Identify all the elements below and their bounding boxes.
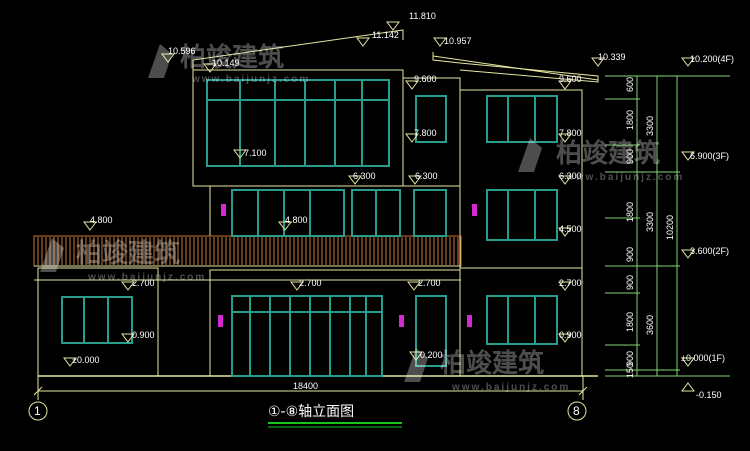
level-floor2-far-right: 2.700 [559, 278, 582, 288]
dimension-chains [605, 75, 730, 377]
level-2f: 3.600(2F) [690, 246, 729, 256]
level-sill1-right: 0.900 [559, 330, 582, 340]
building-outline [37, 29, 599, 377]
dim-total-width: 18400 [293, 381, 318, 391]
level-win2-sill-right: 4.500 [559, 224, 582, 234]
watermark-brand-3: 柏竣建筑 [556, 138, 660, 169]
level-4f: 10.200(4F) [690, 54, 734, 64]
dim-900-d: 900 [625, 351, 635, 366]
dimension-texts: 600 1800 900 1800 900 900 1800 900 150 3… [625, 77, 675, 378]
level-1f: ±0.000(1F) [681, 353, 725, 363]
watermark-url-3: www.baijunjz.com [565, 172, 684, 183]
level-floor2-mid: 2.700 [299, 278, 322, 288]
axis-label-1: 1 [34, 404, 41, 418]
watermark-logo-icon-4 [404, 348, 428, 382]
watermark-url: www.baijunjz.com [191, 74, 310, 85]
level-floor3-mid: 6.300 [353, 171, 376, 181]
watermark-url-4: www.baijunjz.com [451, 382, 570, 393]
drawing-title: ①-⑧轴立面图 [268, 404, 354, 420]
dim-1800-c: 1800 [625, 312, 635, 332]
dim-1800-b: 1800 [625, 202, 635, 222]
watermark-url-2: www.baijunjz.com [87, 272, 206, 283]
level-roof-left-low: 10.149 [212, 58, 240, 68]
level-balcony-mid: 4.800 [285, 215, 308, 225]
watermark-logo-icon-2 [40, 238, 64, 272]
level-floor3-left: 6.300 [415, 171, 438, 181]
level-step: 0.200 [420, 350, 443, 360]
dim-900-b: 900 [625, 247, 635, 262]
dim-900-c: 900 [625, 275, 635, 290]
level-floor2-right: 2.700 [418, 278, 441, 288]
watermark-bottom: 柏竣建筑 www.baijunjz.com [404, 348, 570, 393]
watermark-right: 柏竣建筑 www.baijunjz.com [518, 138, 684, 183]
dim-3600: 3600 [645, 315, 655, 335]
axis-label-8: 8 [573, 404, 580, 418]
wall-lamps [218, 204, 477, 327]
level-sill1-left: 0.900 [132, 330, 155, 340]
watermark-brand-4: 柏竣建筑 [440, 348, 544, 379]
dim-3300-a: 3300 [645, 116, 655, 136]
axis-bubble-1 [28, 401, 48, 421]
windows [61, 79, 558, 377]
watermark-top: 柏竣建筑 www.baijunjz.com [148, 42, 310, 85]
level-symbols [63, 21, 695, 392]
watermark-logo-icon-3 [518, 138, 542, 172]
level-ground: ±0.000 [72, 355, 99, 365]
dim-600: 600 [625, 77, 635, 92]
level-roof-left: 10.596 [168, 46, 196, 56]
dim-10200: 10200 [665, 215, 675, 240]
level-floor2-left: 2.700 [132, 278, 155, 288]
level-roof-top: 11.810 [409, 11, 436, 21]
level-labels: 11.810 11.142 10.596 10.149 10.957 10.33… [72, 11, 734, 400]
level-3f: 6.900(3F) [690, 151, 729, 161]
watermark-brand-2: 柏竣建筑 [76, 238, 180, 269]
watermark-logo-icon [148, 44, 172, 78]
level-outside: -0.150 [696, 390, 722, 400]
dim-1800-a: 1800 [625, 110, 635, 130]
level-roof-right: 10.339 [598, 52, 626, 62]
level-roof-mid: 10.957 [444, 36, 472, 46]
dim-3300-b: 3300 [645, 212, 655, 232]
level-floor3-right: 6.300 [559, 171, 582, 181]
level-win3-top-right: 9.600 [559, 74, 582, 84]
watermark-brand: 柏竣建筑 [180, 42, 284, 73]
level-win3-sill-left: 7.800 [414, 128, 437, 138]
level-win3-top-left: 9.600 [414, 74, 437, 84]
level-win3-sill-right: 7.800 [559, 128, 582, 138]
level-balcony-left: 4.800 [90, 215, 113, 225]
dim-150: 150 [625, 363, 635, 378]
axis-bubble-8 [567, 401, 587, 421]
level-win3-sill-main: 7.100 [244, 148, 267, 158]
watermark-left: 柏竣建筑 www.baijunjz.com [40, 238, 206, 283]
level-roof-edge: 11.142 [372, 30, 399, 40]
dim-900-a: 900 [625, 149, 635, 164]
